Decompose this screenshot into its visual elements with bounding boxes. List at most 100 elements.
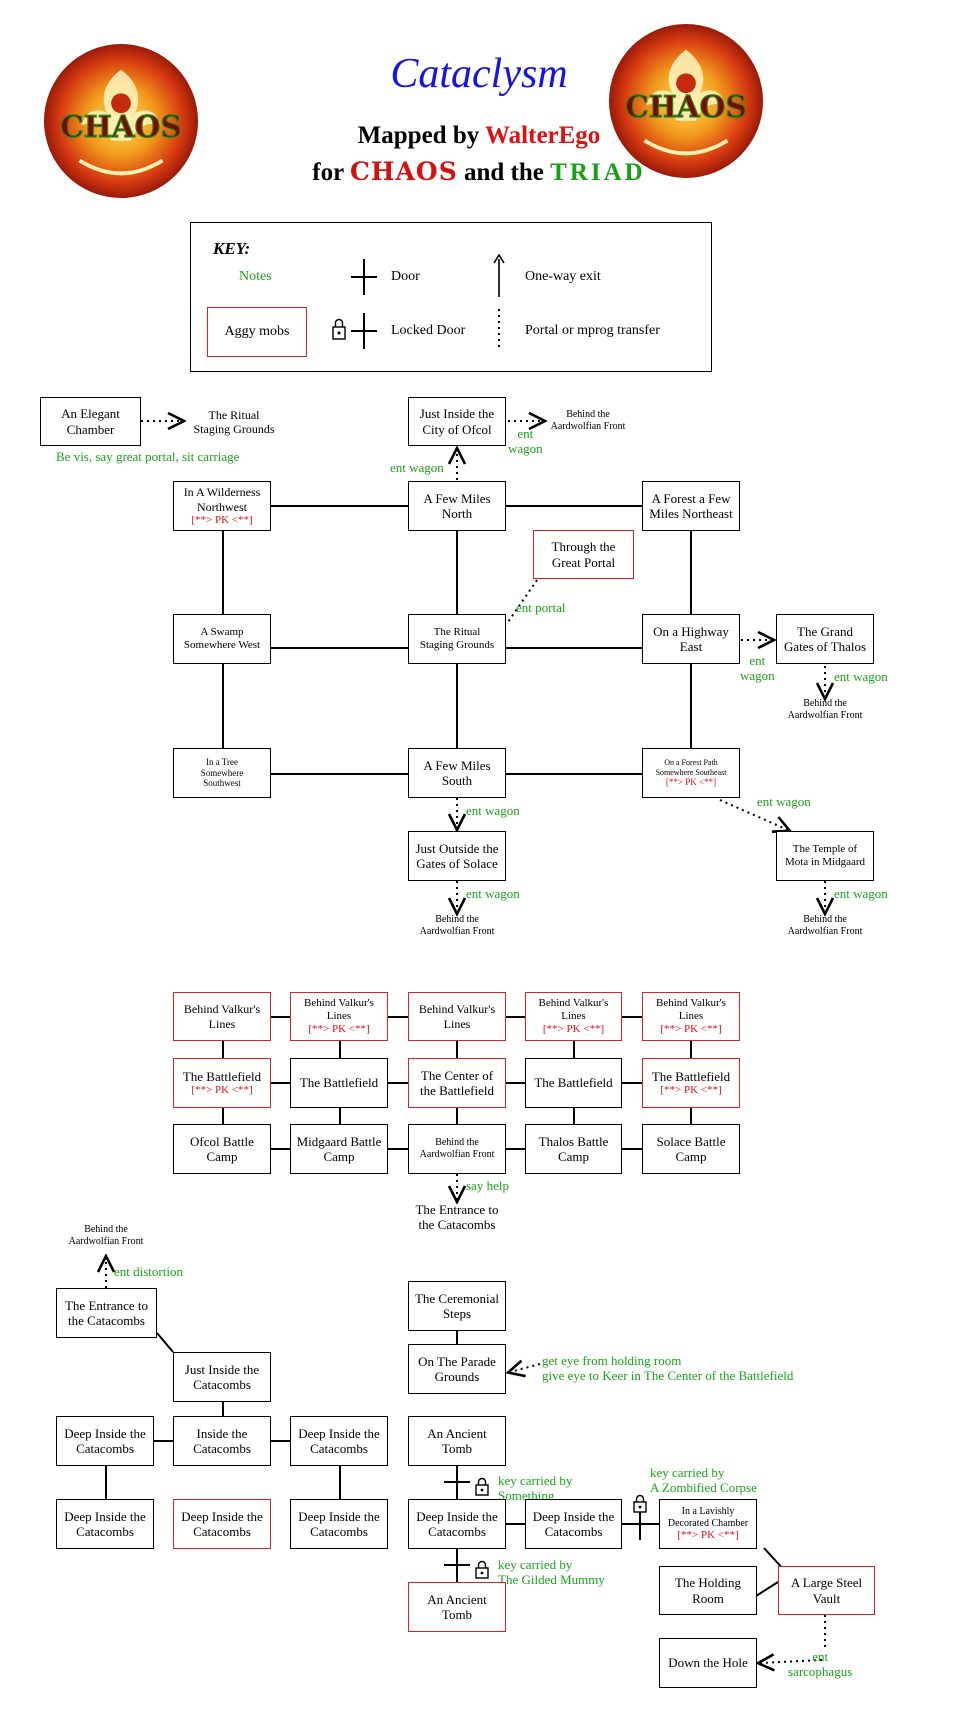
room-battlefield-1: The Battlefield[**> PK <**] [173, 1058, 271, 1108]
room-forest-se: On a Forest Path Somewhere Southeast [**… [642, 748, 740, 798]
room-gates-thalos: The Grand Gates of Thalos [776, 614, 874, 664]
note-key-mummy: key carried by The Gilded Mummy [498, 1557, 605, 1587]
room-forest-ne: A Forest a Few Miles Northeast [642, 481, 740, 531]
room-battlefield-5: The Battlefield[**> PK <**] [642, 1058, 740, 1108]
key-door-icon [351, 259, 377, 295]
room-behind-front: Behind the Aardwolfian Front [408, 1124, 506, 1174]
room-swamp-west: A Swamp Somewhere West [173, 614, 271, 664]
room-deep-inside-6: Deep Inside the Catacombs [408, 1499, 506, 1549]
ref-behind-front-2: Behind the Aardwolfian Front [787, 698, 863, 721]
note-say-help: say help [466, 1178, 509, 1193]
ref-behind-front-1: Behind the Aardwolfian Front [550, 409, 626, 432]
room-ancient-tomb-1: An Ancient Tomb [408, 1416, 506, 1466]
room-highway-east: On a Highway East [642, 614, 740, 664]
room-down-hole: Down the Hole [659, 1638, 757, 1688]
room-ceremonial-steps: The Ceremonial Steps [408, 1281, 506, 1331]
note-ent-wagon-solace-out: ent wagon [466, 886, 520, 901]
note-ent-wagon-thalos-in: ent wagon [740, 653, 775, 683]
room-miles-south: A Few Miles South [408, 748, 506, 798]
room-lavish-chamber: In a Lavishly Decorated Chamber [**> PK … [659, 1499, 757, 1549]
note-key-corpse: key carried by A Zombified Corpse [650, 1465, 757, 1495]
lock-icon [475, 1477, 489, 1496]
note-ent-wagon-ofcol-out: ent wagon [508, 426, 543, 456]
svg-text:CHAOS: CHAOS [60, 109, 182, 144]
room-miles-north: A Few Miles North [408, 481, 506, 531]
map-title: Cataclysm [390, 51, 568, 97]
note-ent-wagon-ofcol: ent wagon [390, 460, 444, 475]
clan-name: TRIAD [550, 159, 646, 186]
key-door-label: Door [391, 269, 420, 284]
key-locked-door-icon [332, 313, 377, 349]
note-ent-sarcophagus: ent sarcophagus [788, 1649, 853, 1679]
key-aggy-box: Aggy mobs [207, 307, 307, 357]
ref-entrance-catacombs: The Entrance to the Catacombs [415, 1202, 499, 1233]
guild-name: CHAOS [350, 157, 458, 186]
room-deep-inside-4: Deep Inside the Catacombs [173, 1499, 271, 1549]
room-parade-grounds: On The Parade Grounds [408, 1344, 506, 1394]
room-behind-valkur-5: Behind Valkur's Lines[**> PK <**] [642, 992, 740, 1041]
room-entrance-catacombs: The Entrance to the Catacombs [56, 1288, 157, 1338]
room-battlefield-2: The Battlefield [290, 1058, 388, 1108]
room-elegant-chamber: An Elegant Chamber [40, 397, 141, 446]
key-locked-door-label: Locked Door [391, 323, 466, 338]
room-behind-valkur-3: Behind Valkur's Lines [408, 992, 506, 1041]
room-battlefield-4: The Battlefield [525, 1058, 622, 1108]
room-ritual-staging: The Ritual Staging Grounds [408, 614, 506, 664]
room-deep-inside-5: Deep Inside the Catacombs [290, 1499, 388, 1549]
room-camp-thalos: Thalos Battle Camp [525, 1124, 622, 1174]
room-temple-mota: The Temple of Mota in Midgaard [776, 831, 874, 881]
chaos-logo-right: CHAOS [608, 23, 764, 179]
lock-icon [475, 1560, 489, 1579]
chaos-logo-left: CHAOS [43, 43, 199, 199]
ref-behind-front-4: Behind the Aardwolfian Front [787, 914, 863, 937]
room-just-inside-catacombs: Just Inside the Catacombs [173, 1352, 271, 1402]
note-ent-wagon-mota-out: ent wagon [834, 886, 888, 901]
solid-connections [105, 505, 786, 1615]
room-holding-room: The Holding Room [659, 1566, 757, 1615]
key-notes: Notes [239, 269, 272, 284]
room-deep-inside-3: Deep Inside the Catacombs [56, 1499, 154, 1549]
room-tree-sw: In a Tree Somewhere Southwest [173, 748, 271, 798]
room-inside-catacombs: Inside the Catacombs [173, 1416, 271, 1466]
room-deep-inside-7: Deep Inside the Catacombs [525, 1499, 622, 1549]
note-ent-wagon-solace-in: ent wagon [466, 803, 520, 818]
ref-behind-front-3: Behind the Aardwolfian Front [419, 914, 495, 937]
lock-icon [633, 1494, 647, 1513]
author-name: WalterEgo [485, 122, 601, 149]
room-deep-inside-2: Deep Inside the Catacombs [290, 1416, 388, 1466]
room-camp-solace: Solace Battle Camp [642, 1124, 740, 1174]
room-steel-vault: A Large Steel Vault [778, 1566, 875, 1615]
room-behind-valkur-4: Behind Valkur's Lines[**> PK <**] [525, 992, 622, 1041]
ref-ritual-staging: The Ritual Staging Grounds [193, 408, 275, 437]
room-wilderness-nw: In A Wilderness Northwest [**> PK <**] [173, 481, 271, 531]
room-battlefield-center: The Center of the Battlefield [408, 1058, 506, 1108]
room-ancient-tomb-2: An Ancient Tomb [408, 1582, 506, 1632]
room-deep-inside-1: Deep Inside the Catacombs [56, 1416, 154, 1466]
note-ent-portal: ent portal [516, 600, 566, 615]
room-camp-midgaard: Midgaard Battle Camp [290, 1124, 388, 1174]
key-oneway-icon [493, 253, 505, 297]
room-behind-valkur-2: Behind Valkur's Lines[**> PK <**] [290, 992, 388, 1041]
ref-behind-front-5: Behind the Aardwolfian Front [68, 1224, 144, 1247]
svg-text:CHAOS: CHAOS [625, 89, 747, 124]
room-gates-solace: Just Outside the Gates of Solace [408, 831, 506, 881]
key-heading: KEY: [213, 239, 251, 258]
key-legend: KEY: Notes Aggy mobs Door Locked Door On… [190, 222, 712, 372]
room-camp-ofcol: Ofcol Battle Camp [173, 1124, 271, 1174]
note-get-eye: get eye from holding room give eye to Ke… [542, 1353, 794, 1383]
note-ent-distortion: ent distortion [114, 1264, 183, 1279]
door-markers [444, 1466, 641, 1582]
note-ent-wagon-mota-in: ent wagon [757, 794, 811, 809]
credit-line-2: for CHAOS and the TRIAD [312, 157, 646, 186]
room-behind-valkur-1: Behind Valkur's Lines [173, 992, 271, 1041]
credit-line-1: Mapped by WalterEgo [357, 122, 601, 149]
key-oneway-label: One-way exit [525, 269, 601, 284]
key-portal-icon [498, 309, 500, 351]
portal-connections [106, 421, 825, 1663]
room-great-portal: Through the Great Portal [533, 530, 634, 579]
note-be-vis: Be vis, say great portal, sit carriage [56, 449, 240, 464]
note-ent-wagon-thalos-out: ent wagon [834, 669, 888, 684]
key-portal-label: Portal or mprog transfer [525, 323, 660, 338]
room-ofcol-inside: Just Inside the City of Ofcol [408, 397, 506, 446]
